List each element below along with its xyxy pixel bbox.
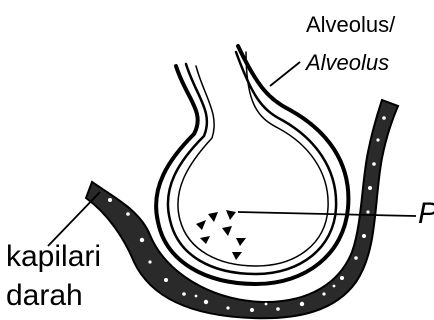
- label-capillary-line2: darah: [6, 280, 83, 312]
- particle: [236, 238, 246, 246]
- alveolus-pointer-line: [270, 62, 300, 86]
- particle: [232, 252, 242, 260]
- capillary-pointer-line: [48, 192, 100, 246]
- label-alveolus: Alveolus/: [306, 12, 395, 38]
- alveolus-wall: [156, 46, 348, 284]
- particle: [200, 236, 210, 244]
- label-particle-pointer: P: [418, 198, 434, 230]
- particle: [208, 212, 218, 222]
- particle: [226, 210, 236, 220]
- particle: [196, 220, 206, 230]
- label-capillary-line1: kapilari: [6, 241, 101, 273]
- blood-capillary: [86, 100, 398, 318]
- particle: [222, 226, 232, 236]
- alveolus-wall-lining: [178, 52, 328, 266]
- label-alveolus-italic: Alveolus: [306, 50, 389, 76]
- alveolus-wall-inner: [168, 52, 336, 274]
